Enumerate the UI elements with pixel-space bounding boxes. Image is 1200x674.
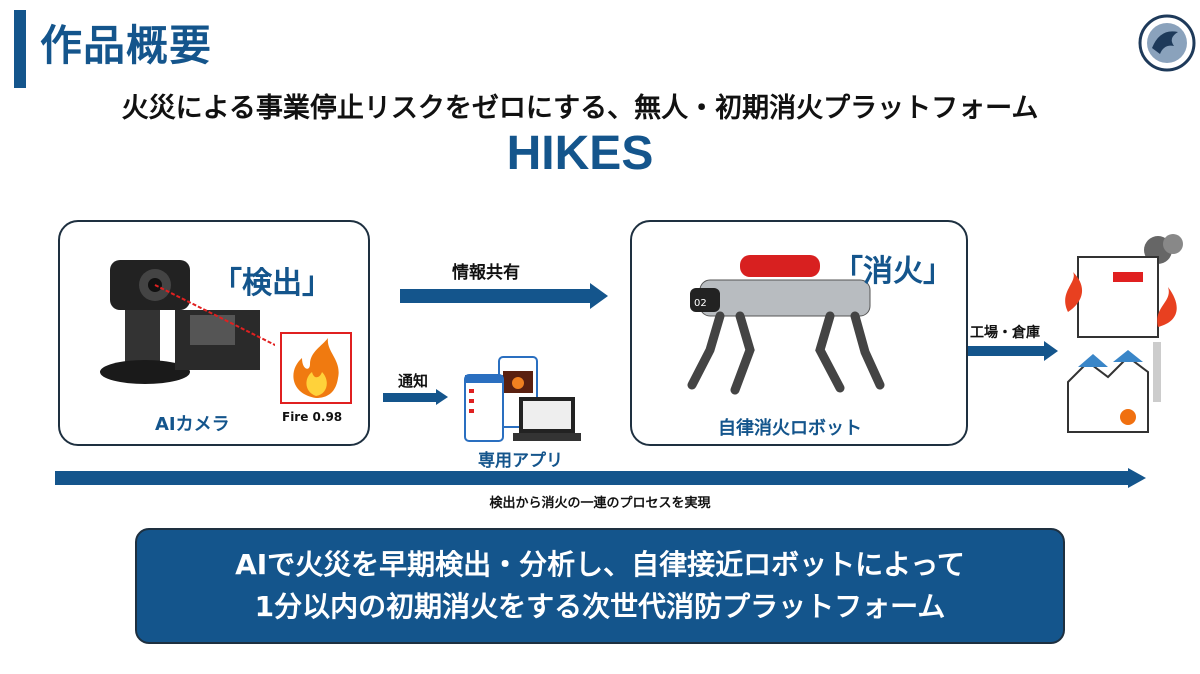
summary-line-1: AIで火災を早期検出・分析し、自律接近ロボットによって <box>235 548 965 581</box>
share-arrow <box>400 289 592 303</box>
summary-box: AIで火災を早期検出・分析し、自律接近ロボットによって 1分以内の初期消火をする… <box>135 528 1065 644</box>
ai-camera-image <box>100 260 275 384</box>
app-label: 専用アプリ <box>478 451 563 471</box>
extinguish-heading: 「消火」 <box>833 254 953 289</box>
share-arrow-head <box>590 283 608 309</box>
site-arrow <box>968 346 1046 356</box>
process-arrow <box>55 471 1130 485</box>
detect-heading: 「検出」 <box>212 266 332 301</box>
subtitle: 火災による事業停止リスクをゼロにする、無人・初期消火プラットフォーム <box>121 93 1039 124</box>
page-title: 作品概要 <box>40 21 213 70</box>
process-arrow-head <box>1128 468 1146 488</box>
site-arrow-head <box>1044 341 1058 361</box>
robot-label: 自律消火ロボット <box>718 418 862 439</box>
camera-label: AIカメラ <box>155 414 230 435</box>
title-accent-bar <box>14 10 26 88</box>
detection-box <box>280 332 352 404</box>
product-name: HIKES <box>506 127 654 180</box>
svg-text:02: 02 <box>694 298 707 309</box>
site-label: 工場・倉庫 <box>970 325 1040 341</box>
notify-arrow-head <box>436 389 448 405</box>
robot-image: 02 <box>687 255 885 395</box>
process-caption: 検出から消火の一連のプロセスを実現 <box>489 496 711 511</box>
app-screens-image <box>464 356 581 442</box>
logo-icon <box>1138 14 1196 72</box>
share-label: 情報共有 <box>452 263 520 283</box>
notify-label: 通知 <box>398 372 429 390</box>
notify-arrow <box>383 393 437 402</box>
summary-line-2: 1分以内の初期消火をする次世代消防プラットフォーム <box>254 590 946 623</box>
fire-icon <box>293 338 339 398</box>
detection-score: Fire 0.98 <box>282 410 343 424</box>
factory-warehouse-image <box>1065 234 1183 433</box>
